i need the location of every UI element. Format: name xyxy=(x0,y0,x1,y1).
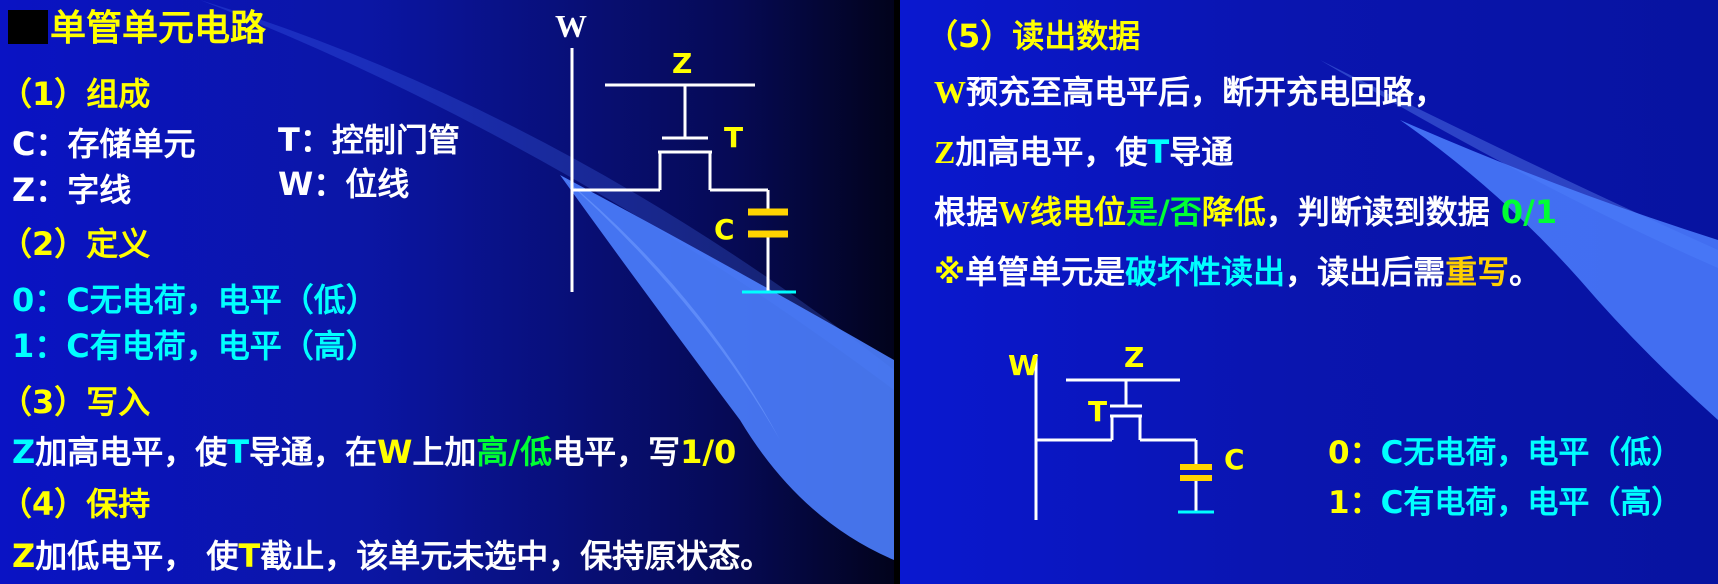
bitline-label: W xyxy=(555,8,587,44)
bitline-label: W xyxy=(1008,349,1039,382)
definition-one: 1：C有电荷，电平（高） xyxy=(1328,485,1683,521)
section-composition: （1）组成 xyxy=(0,75,151,113)
write-description: Z加高电平，使T导通，在W上加高/低电平，写1/0 xyxy=(12,433,737,471)
page-title: 单管单元电路 xyxy=(8,10,266,47)
read-step-precharge: W预充至高电平后，断开充电回路， xyxy=(934,73,1447,111)
hold-description: Z加低电平， 使T截止，该单元未选中，保持原状态。 xyxy=(12,537,773,575)
def-bitline: W：位线 xyxy=(278,165,410,203)
def-capacitor: C：存储单元 xyxy=(12,125,196,163)
read-step-select: Z加高电平，使T导通 xyxy=(934,133,1234,171)
read-note-destructive: ※单管单元是破坏性读出，读出后需重写。 xyxy=(934,253,1542,291)
right-slide: （5）读出数据 W预充至高电平后，断开充电回路， Z加高电平，使T导通 根据W线… xyxy=(900,0,1718,584)
section-hold: （4）保持 xyxy=(0,485,151,523)
memory-cell-circuit-left xyxy=(570,48,796,294)
definition-zero: 0：C无电荷，电平（低） xyxy=(1328,435,1683,471)
capacitor-label: C xyxy=(1224,443,1245,476)
black-square-icon xyxy=(8,10,48,44)
wordline-label: Z xyxy=(1124,341,1145,374)
read-step-detect: 根据W线电位是/否降低，判断读到数据 0/1 xyxy=(934,193,1558,231)
def-wordline: Z：字线 xyxy=(12,171,132,209)
definition-one: 1：C有电荷，电平（高） xyxy=(12,327,378,365)
capacitor-label: C xyxy=(714,213,735,246)
slide-divider xyxy=(894,0,900,584)
section-definition: （2）定义 xyxy=(0,225,151,263)
definition-zero: 0：C无电荷，电平（低） xyxy=(12,281,378,319)
memory-cell-circuit-right xyxy=(1034,354,1214,520)
left-slide: 单管单元电路 （1）组成 C：存储单元 T：控制门管 Z：字线 W：位线 （2）… xyxy=(0,0,894,584)
wordline-label: Z xyxy=(672,47,693,80)
def-transistor: T：控制门管 xyxy=(278,121,460,159)
transistor-label: T xyxy=(1088,395,1108,428)
section-read: （5）读出数据 xyxy=(926,17,1141,55)
section-write: （3）写入 xyxy=(0,383,151,421)
transistor-label: T xyxy=(724,121,744,154)
